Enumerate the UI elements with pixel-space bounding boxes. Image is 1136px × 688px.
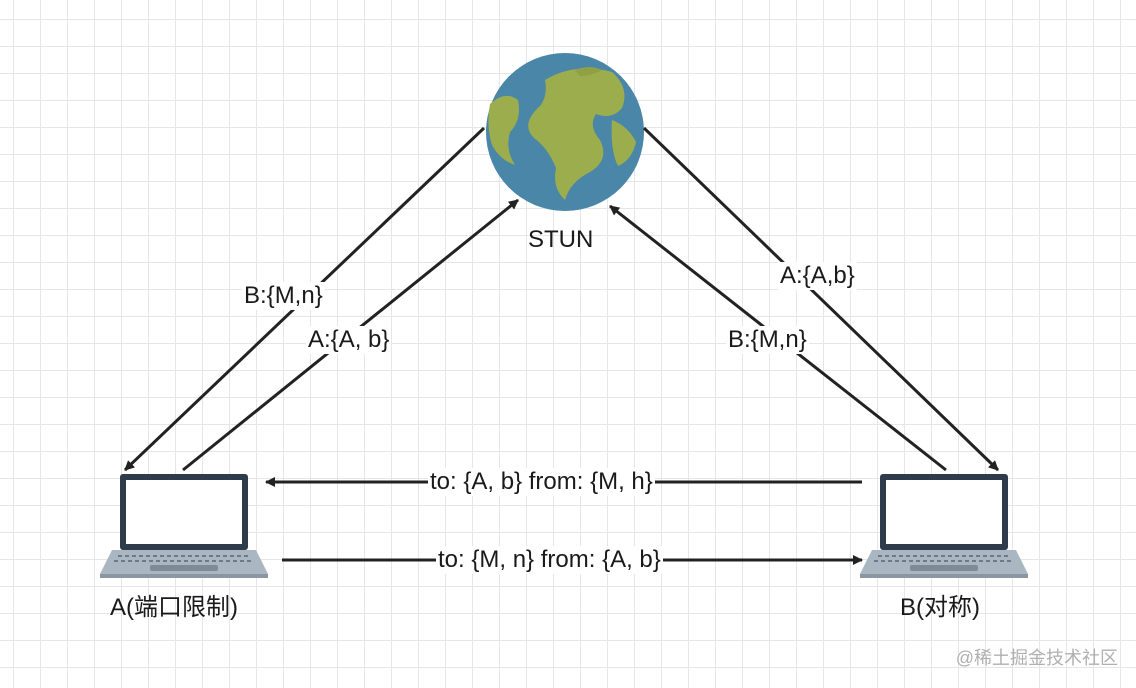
laptop-b-icon — [860, 474, 1028, 578]
node-a-label: A(端口限制) — [110, 594, 238, 621]
edge-label-a-to-b: to: {M, n} from: {A, b} — [436, 546, 663, 574]
edge-label-b-to-stun: B:{M,n} — [726, 326, 809, 354]
globe-icon — [486, 53, 644, 211]
node-b-label: B(对称) — [900, 594, 980, 621]
edge-label-a-to-stun: A:{A, b} — [306, 326, 392, 354]
edge-label-stun-to-a: B:{M,n} — [242, 282, 325, 310]
edge-label-stun-to-b: A:{A,b} — [778, 262, 857, 290]
watermark: @稀土掘金技术社区 — [955, 648, 1118, 668]
edge-stun-to-b — [642, 126, 1000, 472]
stun-label: STUN — [528, 226, 594, 253]
edge-label-b-to-a: to: {A, b} from: {M, h} — [428, 468, 655, 496]
laptop-a-icon — [100, 474, 268, 578]
